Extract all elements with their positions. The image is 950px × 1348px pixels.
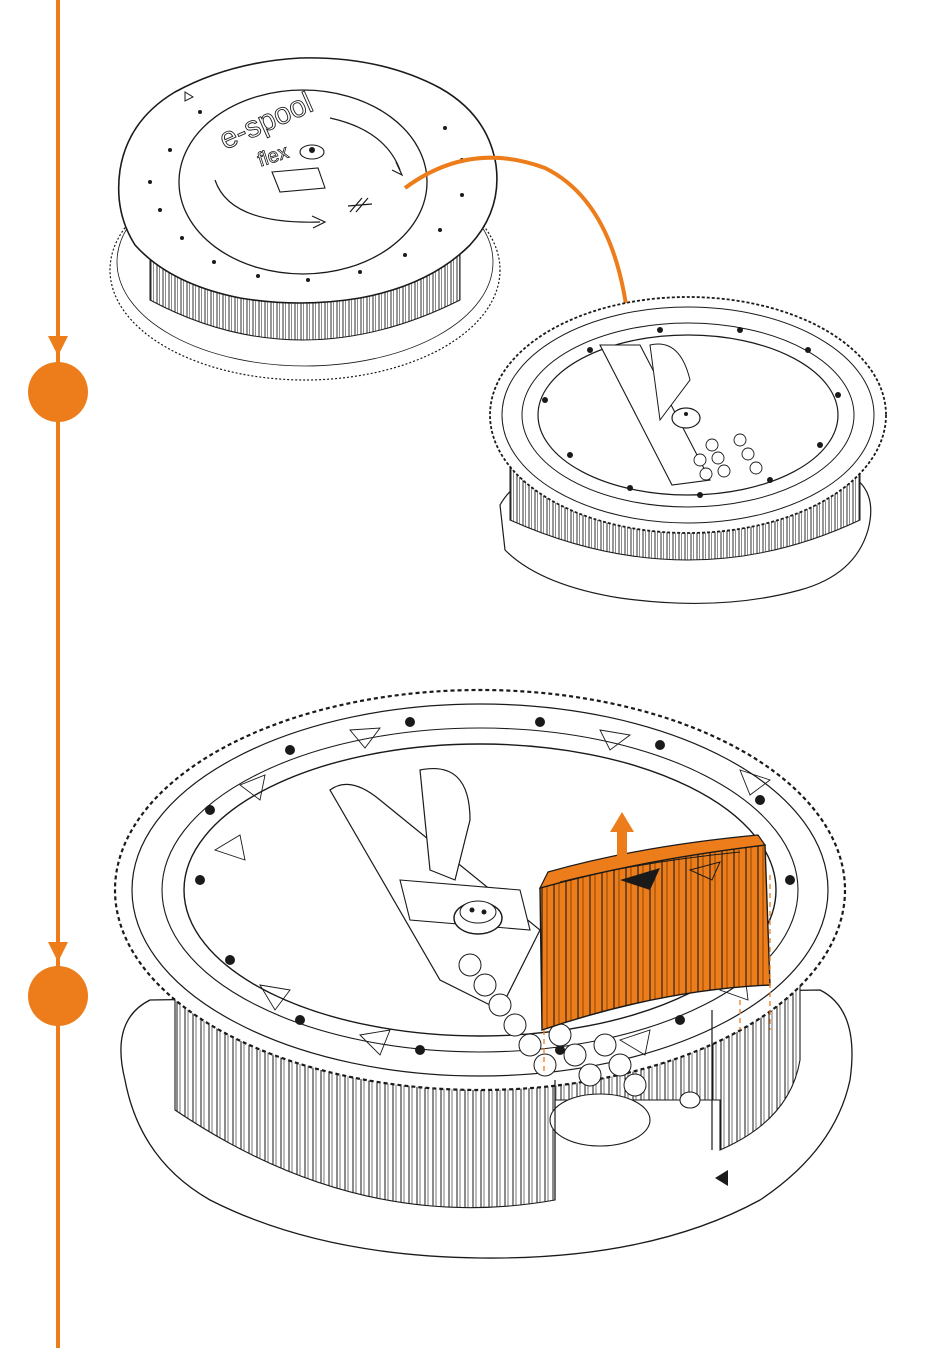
step-circle-icon: [28, 966, 88, 1026]
timeline: [28, 0, 88, 1348]
arrowhead-down-icon: [48, 942, 68, 962]
middle-module: [490, 297, 886, 603]
arrowhead-down-icon: [48, 336, 68, 356]
step-circle-icon: [28, 362, 88, 422]
